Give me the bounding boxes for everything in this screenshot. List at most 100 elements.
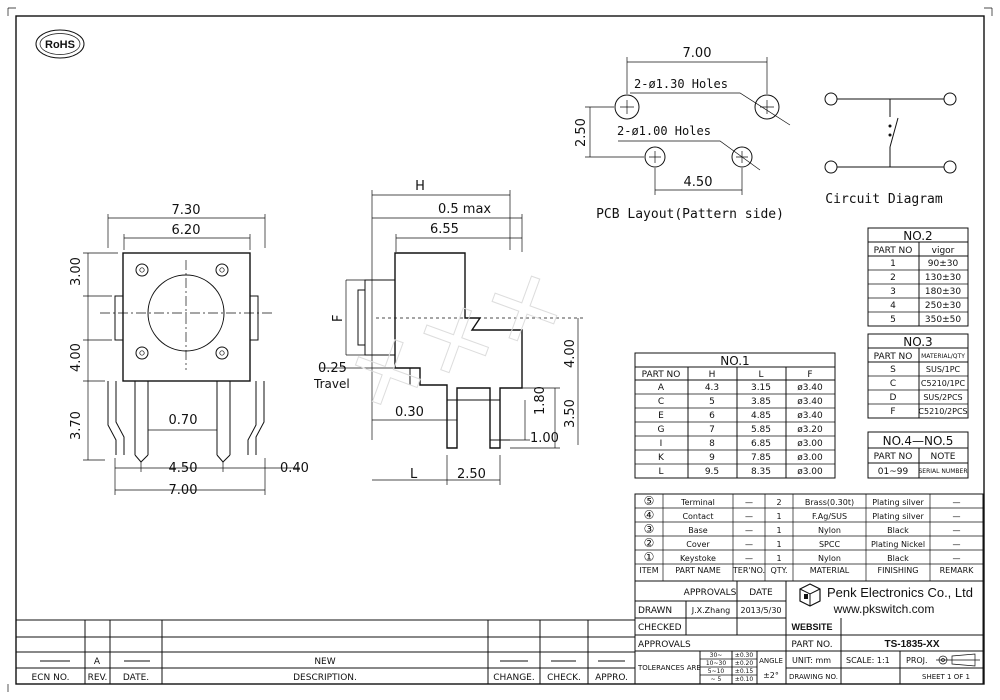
svg-text:SERIAL NUMBER: SERIAL NUMBER — [918, 468, 967, 475]
table-no1-cell: 4.3 — [705, 383, 719, 393]
bom-cell: 1 — [776, 512, 781, 521]
bom-cell: 1 — [776, 540, 781, 549]
bom-cell: ③ — [644, 522, 655, 536]
dim-1-00: 1.00 — [530, 431, 559, 446]
pcb-dim-7-00: 7.00 — [683, 46, 712, 61]
bom-cell: Keystoke — [680, 554, 716, 563]
table-no1-cell: ø3.40 — [797, 383, 823, 393]
table-no1-cell: ø3.40 — [797, 411, 823, 421]
bom-header: MATERIAL — [810, 566, 850, 575]
bom-cell: Black — [887, 526, 909, 535]
travel-label: Travel — [313, 377, 350, 391]
rev-header: APPRO. — [595, 673, 628, 683]
bom-cell: Brass(0.30t) — [805, 498, 854, 507]
bom-cell: ① — [644, 550, 655, 564]
tol-value: ±0.15 — [735, 668, 754, 675]
table-no3-cell: SUS/2PCS — [923, 393, 962, 402]
bom-cell: — — [745, 554, 753, 563]
table-no1-cell: 9.5 — [705, 467, 719, 477]
svg-text:L: L — [758, 370, 763, 380]
table-no1-cell: 3.85 — [751, 397, 771, 407]
dim-7-00: 7.00 — [169, 483, 198, 498]
bom-cell: Plating silver — [872, 512, 924, 521]
bom-cell: — — [953, 554, 961, 563]
bom-cell: Nylon — [818, 526, 841, 535]
circuit-caption: Circuit Diagram — [825, 192, 943, 207]
tb-checked: CHECKED — [638, 623, 682, 633]
tb-approvals2: APPROVALS — [638, 640, 691, 650]
bom-cell: Contact — [682, 512, 713, 521]
tol-range: 10~30 — [706, 660, 726, 667]
dim-4-00-side: 4.00 — [563, 339, 578, 368]
rev-header: DESCRIPTION. — [293, 673, 357, 683]
bom-cell: — — [745, 512, 753, 521]
table-no1-cell: I — [660, 439, 663, 449]
bom-cell: — — [745, 540, 753, 549]
tol-value: ±0.30 — [735, 652, 754, 659]
bom-cell: — — [745, 498, 753, 507]
pcb-dim-2-50: 2.50 — [574, 118, 589, 147]
table-no2-title: NO.2 — [903, 229, 932, 243]
table-no45-title: NO.4—NO.5 — [883, 434, 954, 448]
table-no3-cell: C — [890, 379, 896, 389]
pcb-layout: 7.00 2-ø1.30 Holes 2-ø1.00 Holes 2.50 4.… — [574, 46, 791, 222]
svg-text:PART NO: PART NO — [874, 352, 913, 362]
table-no2-cell: 5 — [890, 315, 896, 325]
tb-drawn: DRAWN — [638, 606, 672, 616]
svg-text:H: H — [709, 370, 716, 380]
tol-range: ~ 5 — [711, 676, 722, 683]
table-no2-cell: 180±30 — [925, 287, 961, 297]
table-no1-cell: 8 — [709, 439, 715, 449]
bom-cell: SPCC — [819, 540, 840, 549]
dim-6-20: 6.20 — [172, 223, 201, 238]
tb-date: DATE — [749, 588, 773, 598]
bom-header: PART NAME — [675, 566, 721, 575]
bom-cell: Cover — [686, 540, 710, 549]
svg-text:MATERIAL/QTY: MATERIAL/QTY — [921, 353, 965, 360]
bom-cell: Plating silver — [872, 498, 924, 507]
table-no1-cell: C — [658, 397, 664, 407]
rev-header: REV. — [88, 673, 108, 683]
pcb-holes-large: 2-ø1.30 Holes — [634, 77, 728, 91]
bom-cell: 1 — [776, 526, 781, 535]
table-no1-cell: 3.15 — [751, 383, 771, 393]
side-view: H 0.5 max 6.55 F 0.25 Travel 0.30 1.80 1… — [313, 179, 585, 485]
bom-header: REMARK — [940, 566, 975, 575]
pcb-holes-small: 2-ø1.00 Holes — [617, 124, 711, 138]
bom-cell: ⑤ — [644, 494, 655, 508]
dim-F: F — [331, 315, 346, 322]
dim-0-25: 0.25 — [318, 361, 347, 376]
table-no3-title: NO.3 — [903, 335, 932, 349]
svg-text:01~99: 01~99 — [878, 467, 909, 477]
rev-header: ECN NO. — [32, 673, 70, 683]
tb-approvals: APPROVALS — [684, 588, 737, 598]
table-no3-cell: SUS/1PC — [926, 365, 961, 374]
table-no2-cell: 250±30 — [925, 301, 961, 311]
dim-1-80: 1.80 — [533, 386, 548, 415]
svg-text:F: F — [807, 370, 812, 380]
bom-cell: Terminal — [680, 498, 715, 507]
tb-scale: SCALE: 1:1 — [846, 656, 890, 665]
tol-value: ±0.10 — [735, 676, 754, 683]
bom-header: FINISHING — [878, 566, 919, 575]
front-view: 7.30 6.20 3.00 4.00 3.70 0.70 4.50 7.00 … — [69, 203, 309, 498]
dim-0-30: 0.30 — [395, 405, 424, 420]
svg-text:PART NO: PART NO — [642, 370, 681, 380]
corner-mark — [984, 7, 993, 16]
rev-header: CHECK. — [547, 673, 581, 683]
table-no3-cell: C5210/1PC — [921, 379, 966, 388]
bom-cell: Plating Nickel — [871, 540, 925, 549]
table-no1-cell: 9 — [709, 453, 715, 463]
tb-website-label: WEBSITE — [791, 622, 832, 632]
dim-3-00: 3.00 — [69, 257, 84, 286]
table-no2-cell: 350±50 — [925, 315, 961, 325]
table-no1-cell: 5.85 — [751, 425, 771, 435]
table-no1-cell: 7 — [709, 425, 715, 435]
table-no1-cell: ø3.20 — [797, 425, 823, 435]
tb-part-no: TS-1835-XX — [884, 639, 939, 650]
table-no1-cell: L — [658, 467, 663, 477]
corner-mark — [7, 7, 16, 16]
